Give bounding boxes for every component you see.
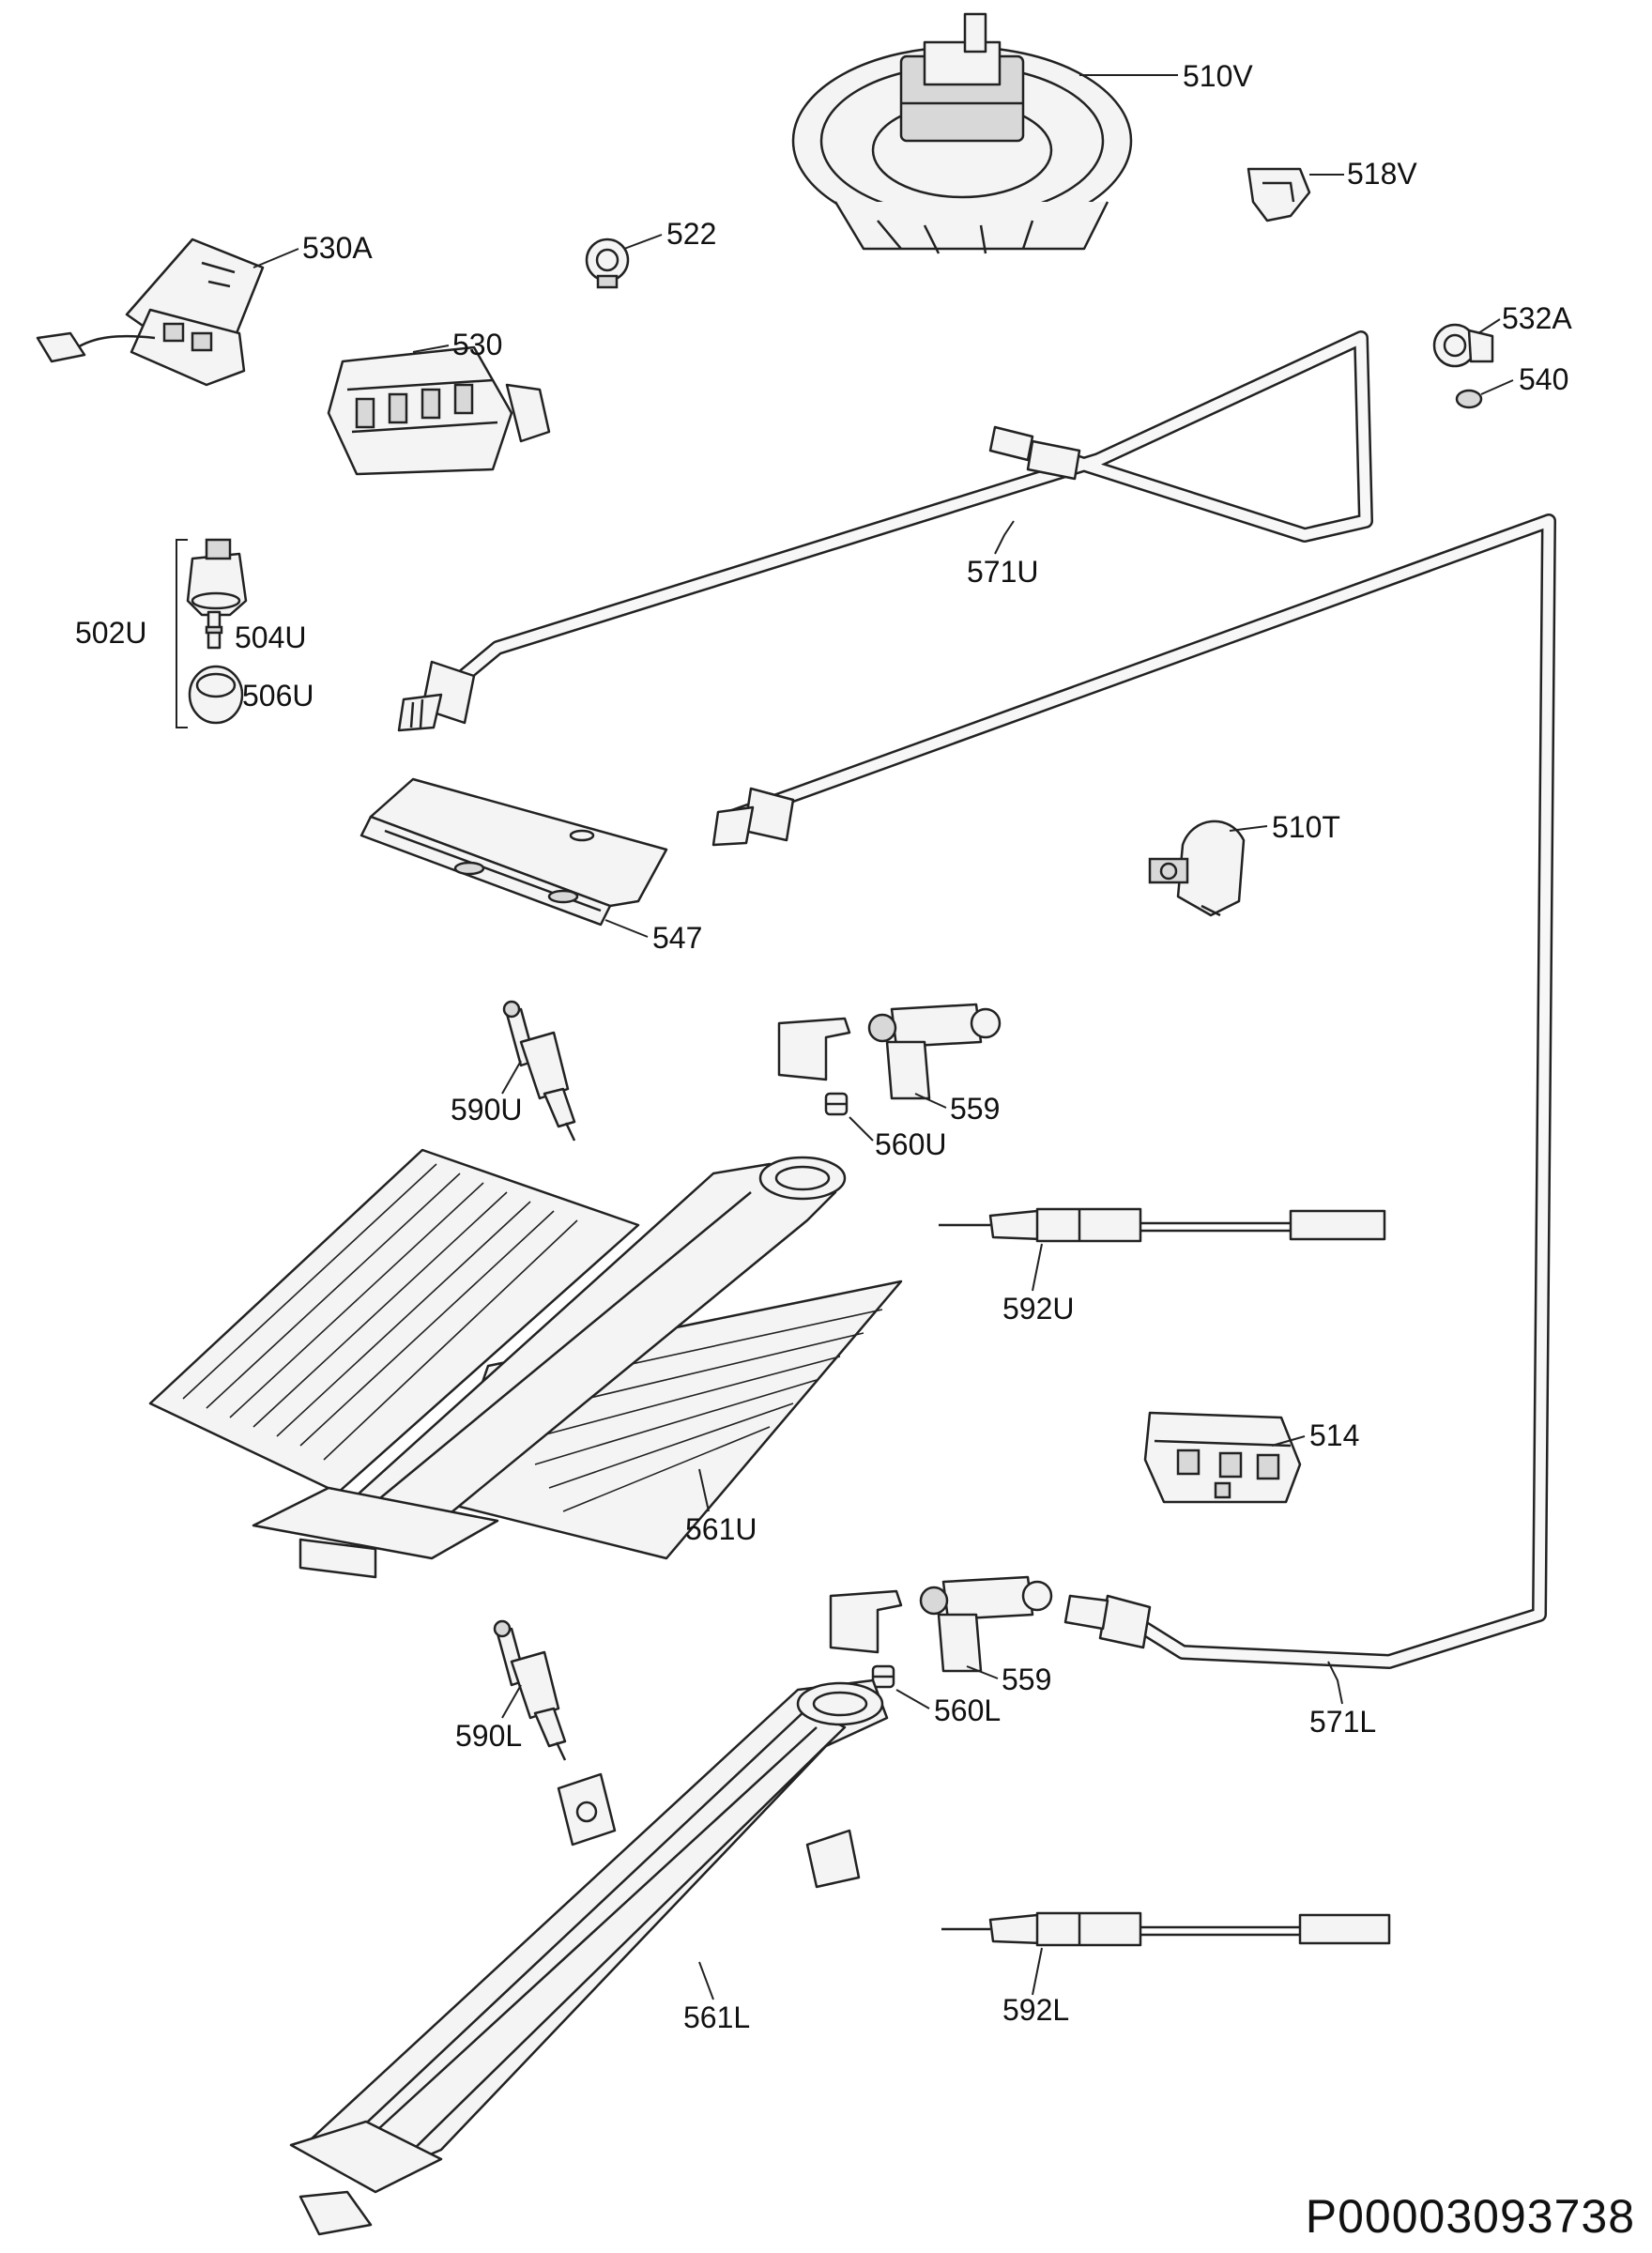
label-540: 540	[1519, 362, 1568, 396]
part-514-spark-generator[interactable]	[1143, 1411, 1302, 1504]
label-518v: 518V	[1347, 157, 1417, 191]
part-561u-grill-burner[interactable]	[148, 1148, 903, 1579]
part-547-bracket[interactable]	[359, 777, 668, 927]
part-592l-thermocouple[interactable]	[941, 1911, 1391, 1947]
part-502u-knob[interactable]	[186, 538, 248, 617]
part-559-injector-holder-lower[interactable]	[829, 1575, 1053, 1673]
part-518v-bracket[interactable]	[1247, 167, 1311, 222]
part-540-washer[interactable]	[1455, 389, 1483, 409]
part-560u-nozzle[interactable]	[824, 1092, 849, 1116]
label-510t: 510T	[1272, 810, 1340, 844]
part-522-clip[interactable]	[585, 238, 630, 289]
label-560u: 560U	[875, 1127, 947, 1161]
document-id: P00003093738	[1305, 2190, 1635, 2243]
label-559-lower: 559	[1002, 1663, 1051, 1696]
group-502u: 502U	[75, 539, 188, 728]
label-590u: 590U	[451, 1093, 523, 1126]
part-530a-terminal-block[interactable]	[36, 238, 265, 387]
label-530a: 530A	[302, 231, 373, 265]
label-514: 514	[1309, 1418, 1359, 1452]
label-530: 530	[452, 328, 502, 361]
part-590l-electrode[interactable]	[493, 1619, 567, 1761]
label-561l: 561L	[683, 2000, 750, 2034]
label-571l: 571L	[1309, 1705, 1376, 1739]
label-561u: 561U	[685, 1512, 757, 1546]
part-592u-thermocouple[interactable]	[939, 1207, 1386, 1243]
label-571u: 571U	[967, 555, 1039, 589]
part-504u-pin[interactable]	[205, 610, 223, 650]
label-510v: 510V	[1183, 59, 1253, 93]
part-510v-fan-motor[interactable]	[791, 12, 1133, 254]
part-510t-thermostat[interactable]	[1148, 820, 1246, 917]
part-532a-elbow[interactable]	[1432, 323, 1494, 368]
label-522: 522	[666, 217, 716, 251]
label-504u: 504U	[235, 621, 307, 654]
label-502u: 502U	[75, 616, 147, 650]
label-506u: 506U	[242, 679, 314, 713]
part-530-terminal-block[interactable]	[327, 345, 551, 476]
part-571u-gas-pipe[interactable]	[397, 330, 1373, 732]
part-571l-gas-pipe[interactable]	[711, 513, 1556, 1669]
label-592l: 592L	[1002, 1993, 1069, 2027]
label-559-upper: 559	[950, 1092, 1000, 1126]
label-592u: 592U	[1002, 1292, 1075, 1326]
label-532a: 532A	[1502, 301, 1572, 335]
part-559-injector-holder-upper[interactable]	[777, 1003, 1002, 1100]
part-590u-electrode[interactable]	[502, 1000, 576, 1142]
part-506u-cap[interactable]	[188, 665, 244, 725]
part-561l-oven-burner[interactable]	[289, 1678, 889, 2236]
part-560l-nozzle[interactable]	[871, 1664, 895, 1689]
label-560l: 560L	[934, 1694, 1001, 1727]
label-590l: 590L	[455, 1719, 522, 1753]
label-547: 547	[652, 921, 702, 955]
